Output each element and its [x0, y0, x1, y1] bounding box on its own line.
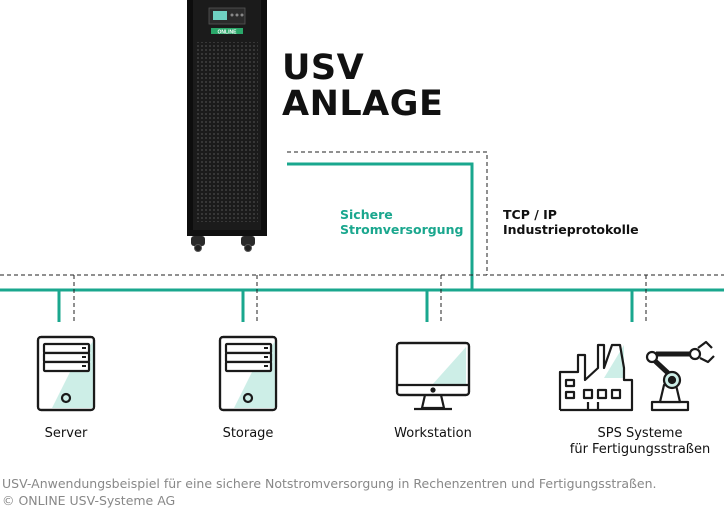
title-line-1: USV [282, 48, 365, 88]
figure-caption: USV-Anwendungsbeispiel für eine sichere … [2, 475, 657, 509]
sps-label-line-2: für Fertigungsstraßen [569, 442, 711, 457]
server-icon [36, 335, 96, 412]
network-label-line-1: TCP / IP [503, 207, 557, 222]
server-label: Server [44, 426, 88, 441]
caption-line-2: © ONLINE USV-Systeme AG [2, 493, 176, 508]
caption-line-1: USV-Anwendungsbeispiel für eine sichere … [2, 476, 657, 491]
power-label-line-1: Sichere [340, 207, 393, 222]
power-connection-label: Sichere Stromversorgung [340, 207, 463, 237]
network-connection-label: TCP / IP Industrieprotokolle [503, 207, 639, 237]
ups-brand-text: ONLINE [218, 30, 238, 36]
ups-unit-icon: ONLINE [187, 0, 267, 252]
power-line [0, 162, 724, 322]
power-label-line-2: Stromversorgung [340, 222, 464, 237]
network-label-line-2: Industrieprotokolle [503, 222, 639, 237]
workstation-label: Workstation [394, 426, 472, 441]
title-line-2: ANLAGE [282, 84, 444, 124]
workstation-icon [395, 341, 471, 411]
network-line [0, 151, 724, 322]
sps-label: SPS Systeme für Fertigungsstraßen [560, 426, 720, 458]
storage-label: Storage [222, 426, 274, 441]
factory-robot-icon [558, 340, 715, 412]
sps-label-line-1: SPS Systeme [597, 426, 683, 441]
page-title: USV ANLAGE [282, 50, 443, 122]
storage-icon [218, 335, 278, 412]
